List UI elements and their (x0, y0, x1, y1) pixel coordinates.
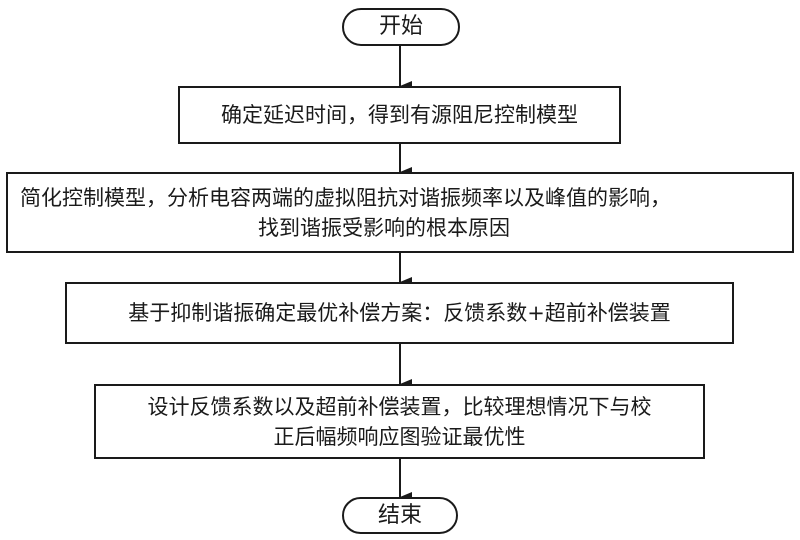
end-terminator: 结束 (342, 497, 458, 534)
start-terminator: 开始 (342, 8, 460, 46)
process-step-optimal-compensation: 基于抑制谐振确定最优补偿方案：反馈系数+超前补偿装置 (65, 282, 734, 344)
step4-line2: 正后幅频响应图验证最优性 (273, 424, 526, 449)
end-label: 结束 (377, 502, 422, 528)
step4-line1: 设计反馈系数以及超前补偿装置，比较理想情况下与校 (147, 394, 652, 419)
process-step-simplify-model: 简化控制模型，分析电容两端的虚拟阻抗对谐振频率以及峰值的影响， 找到谐振受影响的… (6, 172, 794, 253)
step3-line1: 基于抑制谐振确定最优补偿方案：反馈系数+超前补偿装置 (128, 301, 671, 325)
step2-line1: 简化控制模型，分析电容两端的虚拟阻抗对谐振频率以及峰值的影响， (20, 185, 671, 210)
step2-line2: 找到谐振受影响的根本原因 (258, 215, 510, 240)
step1-line1: 确定延迟时间，得到有源阻尼控制模型 (221, 103, 578, 127)
process-step-determine-delay: 确定延迟时间，得到有源阻尼控制模型 (178, 86, 621, 144)
process-step-design-and-verify: 设计反馈系数以及超前补偿装置，比较理想情况下与校 正后幅频响应图验证最优性 (94, 384, 705, 459)
start-label: 开始 (378, 14, 423, 39)
